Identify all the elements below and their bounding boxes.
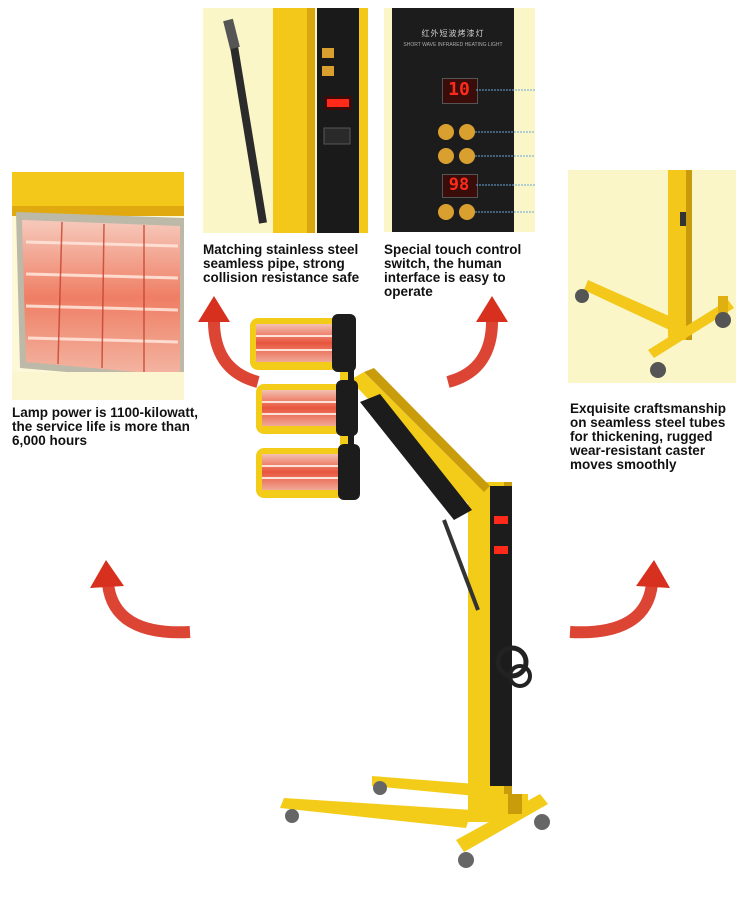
temp-up-button[interactable]	[438, 204, 454, 220]
pipe-detail-photo	[203, 8, 368, 233]
mode-button[interactable]	[459, 148, 475, 164]
temp-down-button[interactable]	[459, 204, 475, 220]
panel-title-cn: 红外短波烤漆灯	[421, 29, 485, 38]
caption-craftsmanship: Exquisite craftsmanship on seamless stee…	[570, 401, 727, 472]
curved-arrow-icon	[198, 296, 260, 388]
infrared-lamp-product	[250, 314, 550, 868]
panel-title-en: SHORT WAVE INFRARED HEATING LIGHT	[403, 42, 503, 48]
caster-detail-photo	[568, 170, 736, 383]
lamp-detail-photo	[12, 172, 184, 400]
caption-stainless-pipe: Matching stainless steel seamless pipe, …	[203, 242, 360, 285]
timer-down-button[interactable]	[459, 124, 475, 140]
curved-arrow-icon	[90, 560, 191, 639]
temperature-display: 98	[448, 175, 470, 195]
curved-arrow-icon	[446, 296, 508, 388]
caption-touch-control: Special touch control switch, the human …	[384, 242, 522, 299]
timer-up-button[interactable]	[438, 124, 454, 140]
control-panel-photo: 红外短波烤漆灯 SHORT WAVE INFRARED HEATING LIGH…	[384, 8, 535, 232]
caption-lamp-power: Lamp power is 1100-kilowatt, the service…	[12, 405, 199, 448]
power-button[interactable]	[438, 148, 454, 164]
curved-arrow-icon	[569, 560, 670, 639]
timer-display: 10	[448, 79, 470, 100]
